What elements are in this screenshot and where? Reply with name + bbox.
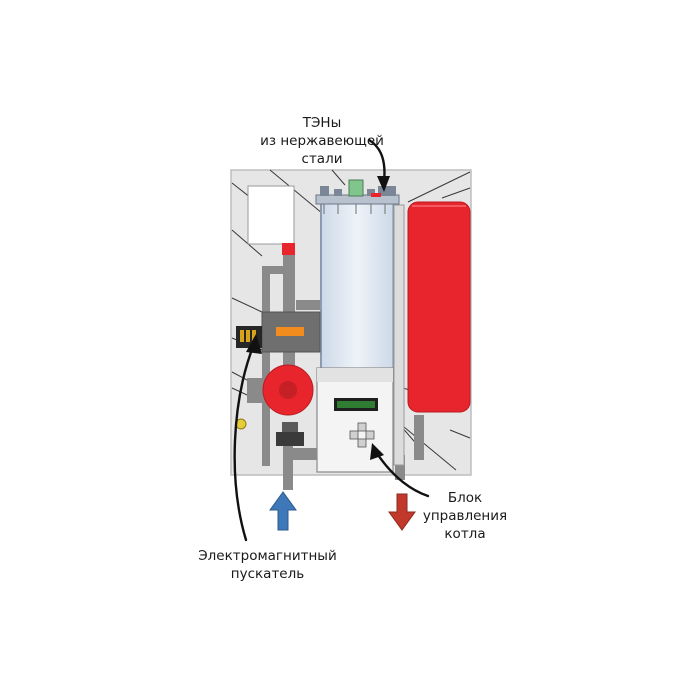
safety-valve <box>282 243 295 255</box>
magnetic-starter-label: Электромагнитный пускатель <box>180 547 355 583</box>
strainer <box>276 432 304 446</box>
heating-tubes <box>320 197 394 369</box>
starter-arrowhead <box>246 334 262 354</box>
expansion-tank <box>407 201 471 413</box>
control-unit-label: Блок управления котла <box>410 489 520 543</box>
starter-orange-plate <box>276 327 304 336</box>
right-pipe <box>393 204 405 466</box>
heater-terminals <box>320 179 396 197</box>
heating-elements-label: ТЭНы из нержавеющей стали <box>222 114 422 168</box>
control-unit-label-line-2: управления <box>422 508 508 524</box>
magnetic-starter-label-line-1: Электромагнитный <box>198 548 337 564</box>
inlet-arrow <box>269 491 297 531</box>
control-unit-label-line-3: котла <box>444 526 486 542</box>
control-unit <box>316 367 394 473</box>
control-arrowhead <box>370 443 384 460</box>
heating-elements-label-line-1: ТЭНы <box>302 115 342 131</box>
outlet-arrow <box>388 493 416 531</box>
control-unit-label-line-1: Блок <box>447 490 483 506</box>
heating-elements-label-line-3: стали <box>301 151 343 167</box>
control-callout-arrow <box>374 450 430 498</box>
terminal-pins <box>323 204 386 214</box>
heating-elements-label-line-2: из нержавеющей <box>260 133 384 149</box>
heater-arrowhead <box>377 176 390 192</box>
magnetic-starter-label-line-2: пускатель <box>230 566 305 582</box>
control-buttons <box>349 422 375 448</box>
starter-callout-arrow <box>233 342 256 542</box>
top-left-box <box>247 185 295 245</box>
